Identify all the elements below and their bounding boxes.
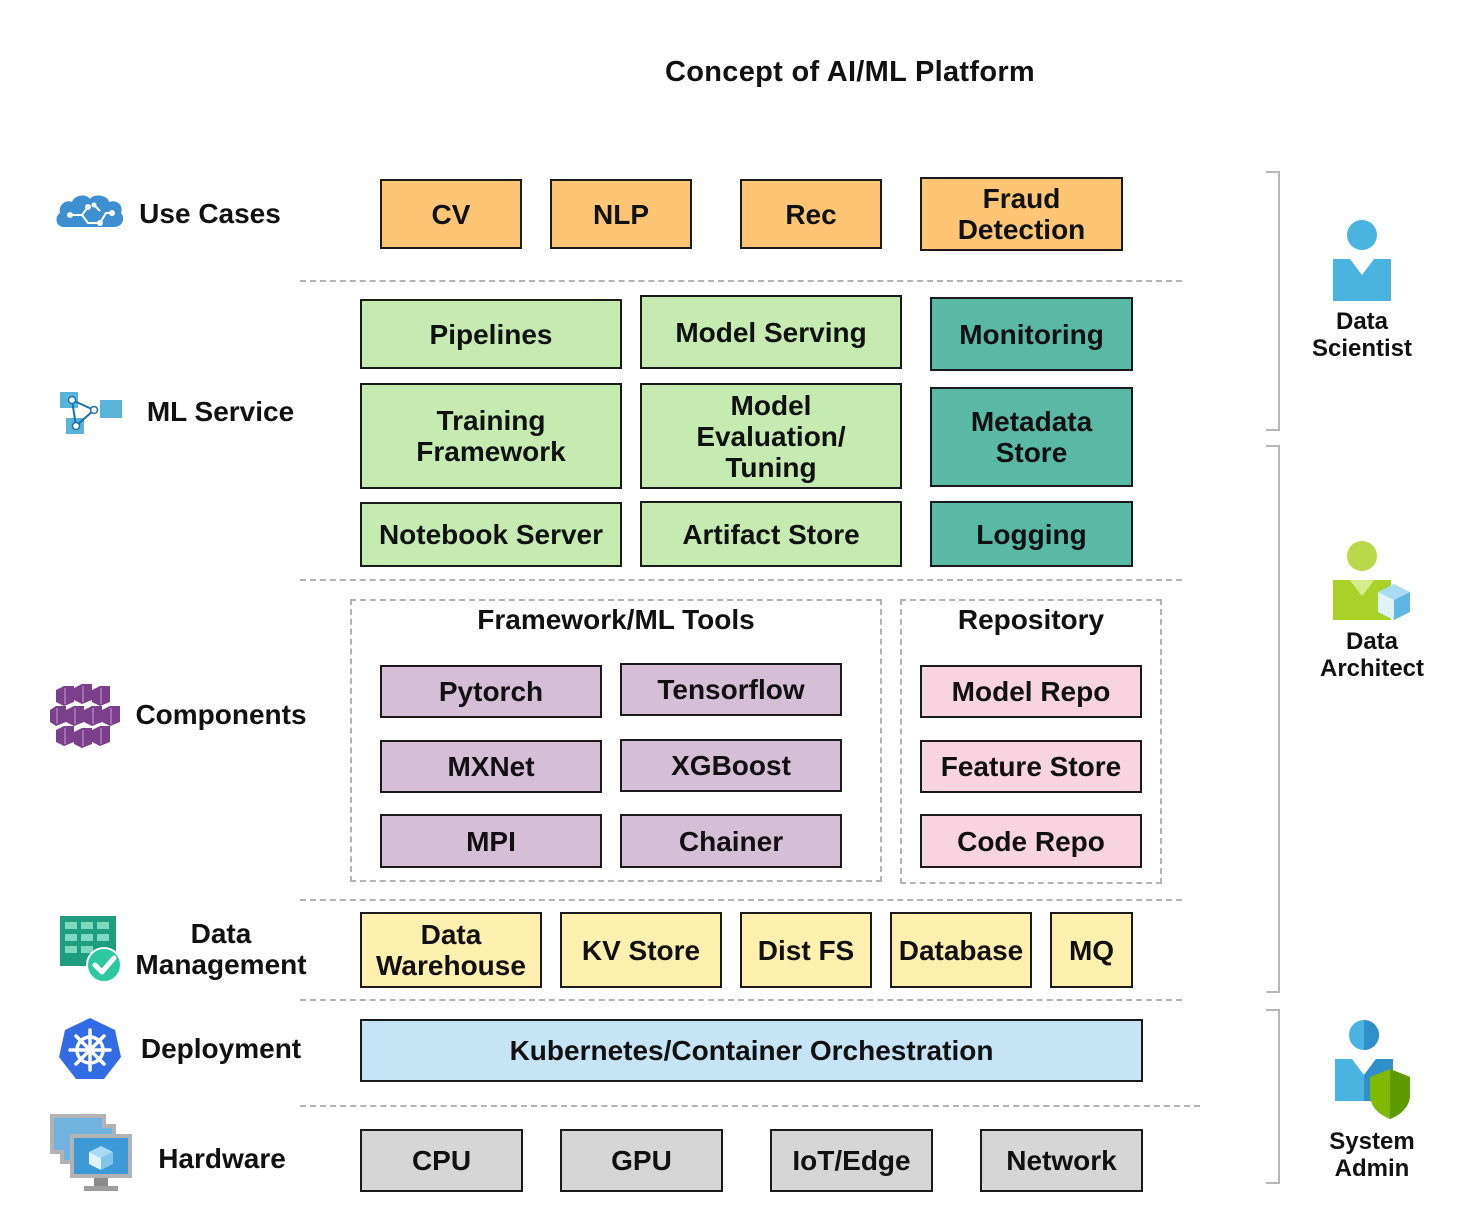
table-check-icon bbox=[60, 916, 122, 983]
ops-service-box: Monitoring bbox=[930, 297, 1133, 371]
ml-service-box: Notebook Server bbox=[360, 502, 622, 567]
hexagon-cluster-icon bbox=[50, 684, 120, 748]
separator-components bbox=[300, 899, 1182, 901]
hardware-box: CPU bbox=[360, 1129, 523, 1192]
hardware-box: Network bbox=[980, 1129, 1143, 1192]
data-store-box: Database bbox=[890, 912, 1032, 988]
framework-box: MXNet bbox=[380, 740, 602, 793]
layer-label-hardware: Hardware bbox=[158, 1143, 286, 1174]
repository-group bbox=[900, 599, 1162, 884]
use-case-box: CV bbox=[380, 179, 522, 249]
ml-service-box: Model Serving bbox=[640, 295, 902, 369]
repository-box: Feature Store bbox=[920, 740, 1142, 793]
data-store-box: MQ bbox=[1050, 912, 1133, 988]
framework-group bbox=[350, 599, 882, 882]
person-cube-icon bbox=[1333, 541, 1410, 620]
framework-box: MPI bbox=[380, 814, 602, 868]
separator-use-cases bbox=[300, 280, 1182, 282]
bracket-data-scientist bbox=[1266, 171, 1280, 431]
separator-data-management bbox=[300, 999, 1182, 1001]
diagram-title: Concept of AI/ML Platform bbox=[665, 56, 1035, 88]
ops-service-box: Metadata Store bbox=[930, 387, 1133, 487]
data-store-box: Dist FS bbox=[740, 912, 872, 988]
person-icon bbox=[1333, 220, 1391, 301]
person-shield-icon bbox=[1335, 1020, 1410, 1119]
layer-label-use-cases: Use Cases bbox=[139, 198, 281, 229]
bracket-data-architect bbox=[1266, 445, 1280, 993]
layer-label-ml-service: ML Service bbox=[146, 396, 295, 427]
framework-box: Pytorch bbox=[380, 665, 602, 718]
ml-service-box: Training Framework bbox=[360, 383, 622, 489]
repository-group-title: Repository bbox=[957, 604, 1105, 635]
separator-deployment bbox=[300, 1105, 1200, 1107]
use-case-box: Fraud Detection bbox=[920, 177, 1123, 251]
kubernetes-helm-icon bbox=[59, 1018, 121, 1079]
ml-service-box: Pipelines bbox=[360, 299, 622, 369]
separator-ml-service bbox=[300, 579, 1182, 581]
role-label-system-admin: System Admin bbox=[1329, 1128, 1415, 1182]
ml-service-icon bbox=[60, 392, 122, 434]
deployment-box: Kubernetes/Container Orchestration bbox=[360, 1019, 1143, 1082]
brain-circuit-icon bbox=[56, 195, 124, 227]
layer-label-deployment: Deployment bbox=[140, 1033, 302, 1064]
monitor-stack-icon bbox=[50, 1114, 132, 1191]
ml-service-box: Model Evaluation/ Tuning bbox=[640, 383, 902, 489]
framework-box: XGBoost bbox=[620, 739, 842, 792]
repository-box: Code Repo bbox=[920, 814, 1142, 868]
ops-service-box: Logging bbox=[930, 501, 1133, 567]
role-label-data-architect: Data Architect bbox=[1319, 628, 1425, 682]
data-store-box: KV Store bbox=[560, 912, 722, 988]
use-case-box: NLP bbox=[550, 179, 692, 249]
layer-label-components: Components bbox=[135, 699, 307, 730]
hardware-box: IoT/Edge bbox=[770, 1129, 933, 1192]
framework-box: Tensorflow bbox=[620, 663, 842, 716]
use-case-box: Rec bbox=[740, 179, 882, 249]
repository-box: Model Repo bbox=[920, 665, 1142, 718]
hardware-box: GPU bbox=[560, 1129, 723, 1192]
framework-group-title: Framework/ML Tools bbox=[477, 604, 755, 635]
bracket-system-admin bbox=[1266, 1009, 1280, 1184]
data-store-box: Data Warehouse bbox=[360, 912, 542, 988]
role-label-data-scientist: Data Scientist bbox=[1311, 308, 1413, 362]
ml-service-box: Artifact Store bbox=[640, 501, 902, 567]
layer-label-data-management: Data Management bbox=[135, 918, 307, 980]
framework-box: Chainer bbox=[620, 814, 842, 868]
